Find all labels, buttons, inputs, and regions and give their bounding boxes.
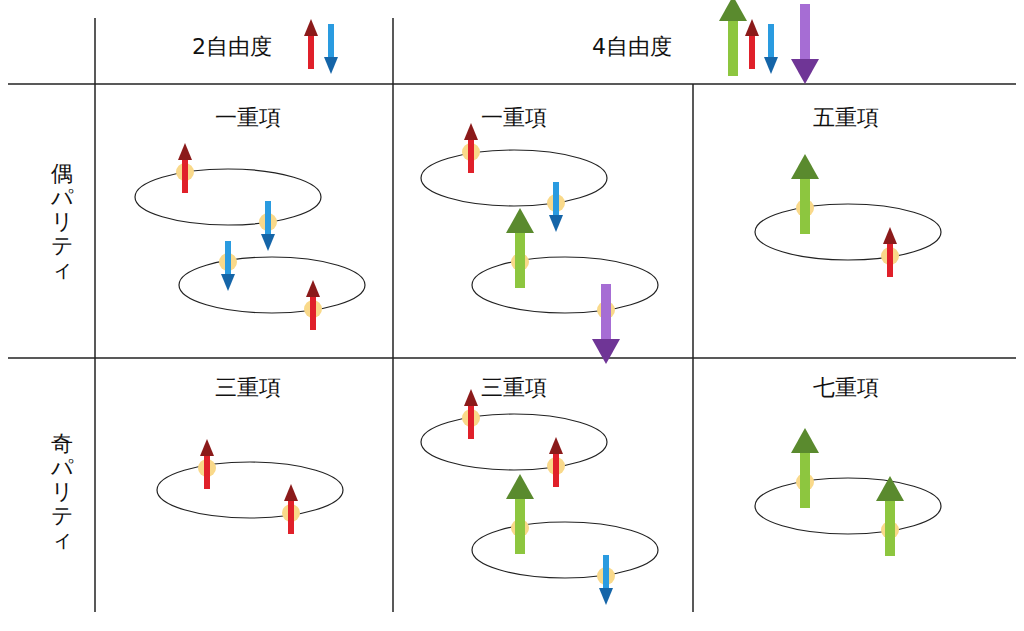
- cell-title: 五重項: [813, 105, 879, 131]
- table-grid: [8, 18, 1016, 612]
- column-header: 4自由度: [592, 34, 672, 60]
- cell-title: 一重項: [481, 105, 547, 131]
- row-header: 奇パリティ: [51, 432, 73, 553]
- row-header: 偶パリティ: [51, 162, 73, 283]
- column-header: 2自由度: [192, 34, 272, 60]
- cell-title: 七重項: [813, 375, 879, 401]
- cell-title: 三重項: [481, 375, 547, 401]
- cell-title: 一重項: [215, 105, 281, 131]
- cell-title: 三重項: [215, 375, 281, 401]
